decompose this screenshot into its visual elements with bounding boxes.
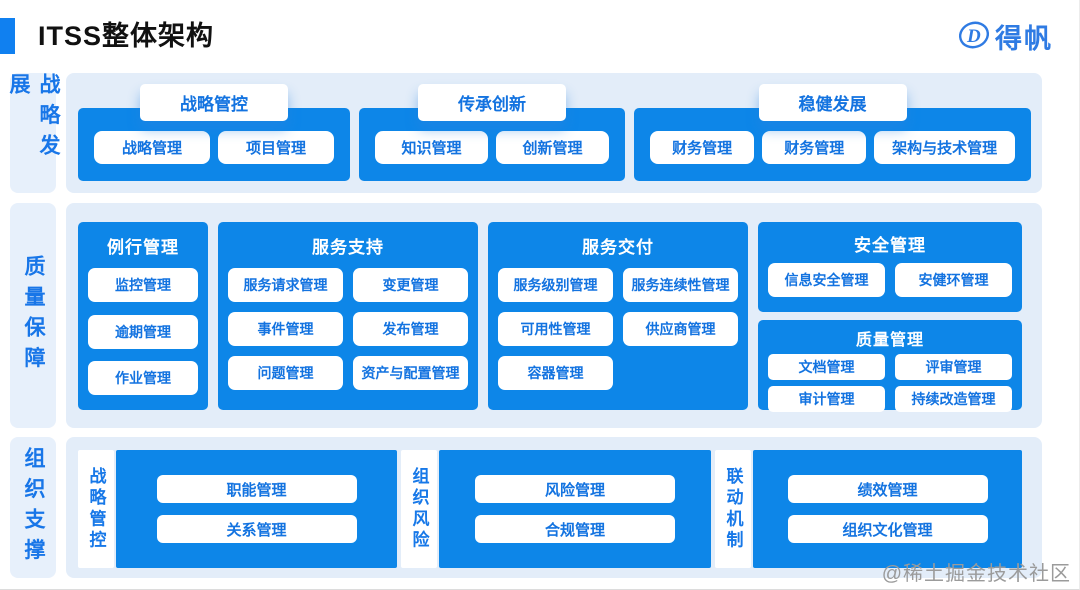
defan-logo: D 得帆 bbox=[956, 16, 1053, 57]
band-organization-support: 组织支撑 战略管控 职能管理 关系管理 组织风险 风险管理 合规管理 联动机制 … bbox=[10, 437, 1042, 578]
svg-text:D: D bbox=[966, 26, 981, 47]
module-chip: 服务请求管理 bbox=[228, 268, 343, 302]
panel-steady-development: 稳健发展 财务管理 财务管理 架构与技术管理 bbox=[634, 84, 1031, 181]
module-chip: 风险管理 bbox=[475, 475, 675, 503]
panel-strategy-control: 战略管控 战略管理 项目管理 bbox=[78, 84, 350, 181]
panel-title-service-support: 服务支持 bbox=[312, 238, 384, 257]
module-chip: 监控管理 bbox=[88, 268, 198, 302]
band-label-quality-assurance: 质量保障 bbox=[10, 203, 56, 428]
band2-container: 例行管理 监控管理 逾期管理 作业管理 服务支持 服务请求管理 变更管理 事件管… bbox=[66, 203, 1042, 428]
module-chip: 项目管理 bbox=[218, 131, 334, 164]
group-panel: 绩效管理 组织文化管理 bbox=[753, 450, 1022, 568]
module-chip: 服务连续性管理 bbox=[623, 268, 738, 302]
panel-tab-inherit-innovate: 传承创新 bbox=[418, 84, 566, 121]
module-chip: 可用性管理 bbox=[498, 312, 613, 346]
panel-service-delivery: 服务交付 服务级别管理 服务连续性管理 可用性管理 供应商管理 容器管理 bbox=[488, 222, 748, 410]
module-chip: 持续改造管理 bbox=[895, 386, 1012, 412]
panel-stack-right: 安全管理 信息安全管理 安健环管理 质量管理 文档管理 评审管理 审计管理 持续… bbox=[758, 222, 1022, 412]
panel-grid: 监控管理 逾期管理 作业管理 bbox=[88, 268, 198, 398]
module-chip: 服务级别管理 bbox=[498, 268, 613, 302]
panel-security-management: 安全管理 信息安全管理 安健环管理 bbox=[758, 222, 1022, 312]
panel-title-service-delivery: 服务交付 bbox=[582, 238, 654, 257]
defan-logo-text: 得帆 bbox=[995, 24, 1053, 54]
module-chip: 事件管理 bbox=[228, 312, 343, 346]
panel-title-routine-management: 例行管理 bbox=[107, 238, 179, 257]
band-label-strategy-development: 战略发展 bbox=[7, 73, 60, 193]
panel-service-support: 服务支持 服务请求管理 变更管理 事件管理 发布管理 问题管理 资产与配置管理 bbox=[218, 222, 478, 410]
panel-title-quality-management: 质量管理 bbox=[855, 332, 924, 349]
panel-routine-management: 例行管理 监控管理 逾期管理 作业管理 bbox=[78, 222, 208, 410]
band1-container: 战略管控 战略管理 项目管理 传承创新 知识管理 创新管理 稳健发展 财务管理 … bbox=[66, 73, 1042, 193]
module-chip: 容器管理 bbox=[498, 356, 613, 390]
module-chip: 供应商管理 bbox=[623, 312, 738, 346]
panel-grid: 信息安全管理 安健环管理 bbox=[768, 263, 1012, 302]
module-chip: 创新管理 bbox=[496, 131, 609, 164]
module-chip: 架构与技术管理 bbox=[874, 131, 1015, 164]
panel-tab-steady-development: 稳健发展 bbox=[758, 84, 907, 121]
module-chip: 安健环管理 bbox=[895, 263, 1012, 297]
title-accent-bar bbox=[0, 18, 15, 54]
module-chip: 文档管理 bbox=[768, 354, 885, 380]
module-chip: 合规管理 bbox=[475, 515, 675, 543]
panel-tab-strategy-control: 战略管控 bbox=[140, 84, 288, 121]
group-strategy-control: 战略管控 职能管理 关系管理 bbox=[78, 450, 397, 568]
module-chip: 资产与配置管理 bbox=[353, 356, 468, 390]
module-chip: 变更管理 bbox=[353, 268, 468, 302]
module-chip: 审计管理 bbox=[768, 386, 885, 412]
module-chip: 绩效管理 bbox=[787, 475, 988, 503]
panel-title-security-management: 安全管理 bbox=[854, 236, 926, 255]
module-chip: 作业管理 bbox=[88, 361, 198, 396]
group-organization-risk: 组织风险 风险管理 合规管理 bbox=[401, 450, 711, 568]
module-chip: 问题管理 bbox=[228, 356, 343, 390]
band-strategy-development: 战略发展 战略管控 战略管理 项目管理 传承创新 知识管理 创新管理 稳健发展 … bbox=[7, 73, 1042, 193]
module-chip: 信息安全管理 bbox=[768, 263, 885, 297]
page-title: ITSS整体架构 bbox=[38, 21, 215, 51]
panel-grid: 文档管理 评审管理 审计管理 持续改造管理 bbox=[768, 354, 1012, 412]
group-label-organization-risk: 组织风险 bbox=[401, 450, 437, 568]
group-linkage-mechanism: 联动机制 绩效管理 组织文化管理 bbox=[715, 450, 1022, 568]
band-label-organization-support: 组织支撑 bbox=[10, 437, 56, 578]
module-chip: 战略管理 bbox=[94, 131, 210, 164]
group-label-linkage-mechanism: 联动机制 bbox=[715, 450, 751, 568]
group-label-strategy-control: 战略管控 bbox=[78, 450, 114, 568]
module-chip: 职能管理 bbox=[156, 475, 357, 503]
panel-inherit-innovate: 传承创新 知识管理 创新管理 bbox=[359, 84, 625, 181]
module-chip: 发布管理 bbox=[353, 312, 468, 346]
band3-container: 战略管控 职能管理 关系管理 组织风险 风险管理 合规管理 联动机制 绩效管理 … bbox=[66, 437, 1042, 578]
group-panel: 职能管理 关系管理 bbox=[116, 450, 397, 568]
module-chip: 关系管理 bbox=[156, 515, 357, 543]
module-chip: 财务管理 bbox=[762, 131, 867, 164]
panel-grid: 服务请求管理 变更管理 事件管理 发布管理 问题管理 资产与配置管理 bbox=[228, 268, 468, 398]
module-chip: 财务管理 bbox=[650, 131, 755, 164]
module-chip: 评审管理 bbox=[895, 354, 1012, 380]
module-chip: 组织文化管理 bbox=[787, 515, 988, 543]
defan-logo-icon: D bbox=[956, 16, 992, 57]
group-panel: 风险管理 合规管理 bbox=[439, 450, 711, 568]
module-chip: 知识管理 bbox=[375, 131, 488, 164]
watermark: @稀土掘金技术社区 bbox=[881, 563, 1071, 585]
panel-quality-management: 质量管理 文档管理 评审管理 审计管理 持续改造管理 bbox=[758, 320, 1022, 412]
module-chip: 逾期管理 bbox=[88, 314, 198, 349]
panel-grid: 服务级别管理 服务连续性管理 可用性管理 供应商管理 容器管理 bbox=[498, 268, 738, 398]
band-quality-assurance: 质量保障 例行管理 监控管理 逾期管理 作业管理 服务支持 服务请求管理 变更管… bbox=[10, 203, 1042, 428]
